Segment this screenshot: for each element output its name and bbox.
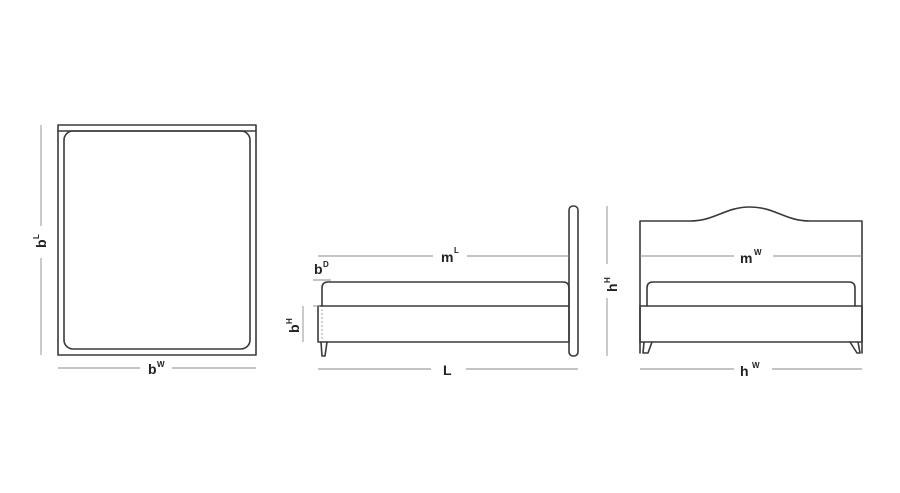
front-view-headboard bbox=[639, 206, 863, 354]
top-view-width-label: b bbox=[148, 361, 157, 377]
front-view-height-label-group: h H bbox=[603, 277, 620, 292]
top-view-frame bbox=[57, 124, 257, 356]
front-view-mattress-sup: W bbox=[754, 248, 762, 257]
top-view-length-sup: L bbox=[32, 234, 41, 239]
top-view: b L b W bbox=[32, 124, 257, 377]
top-view-length-label: b bbox=[33, 239, 49, 248]
front-view-width-sup: W bbox=[752, 361, 760, 370]
front-view-base bbox=[639, 305, 863, 343]
top-view-length-label-group: b L bbox=[32, 234, 49, 248]
front-view-mattress bbox=[646, 281, 856, 307]
side-view-base-height-label-group: b H bbox=[285, 318, 302, 333]
side-view-base-height-label: b bbox=[286, 324, 302, 333]
front-view-mattress-label: m bbox=[740, 250, 752, 266]
front-view-width-label: h bbox=[740, 363, 749, 379]
side-view-headboard bbox=[568, 205, 579, 357]
side-view-mattress-sup: L bbox=[454, 246, 459, 255]
top-view-mattress bbox=[63, 130, 251, 350]
side-view-depth-sup: D bbox=[323, 260, 329, 269]
side-view: m L b D b H L bbox=[285, 205, 579, 378]
side-view-base bbox=[317, 305, 570, 343]
front-view-leg-right bbox=[849, 341, 861, 354]
side-view-depth-label: b bbox=[314, 261, 323, 277]
front-view-leg-left bbox=[642, 341, 653, 354]
front-view-height-sup: H bbox=[603, 277, 612, 283]
side-view-mattress-label: m bbox=[441, 249, 453, 265]
side-view-length-label: L bbox=[443, 362, 452, 378]
front-view-height-label: h bbox=[604, 283, 620, 292]
side-view-leg-front bbox=[320, 341, 328, 357]
side-view-base-height-sup: H bbox=[285, 318, 294, 324]
top-view-width-sup: W bbox=[157, 360, 165, 369]
side-view-mattress bbox=[321, 281, 570, 307]
front-view: m W h H h W bbox=[603, 206, 863, 379]
